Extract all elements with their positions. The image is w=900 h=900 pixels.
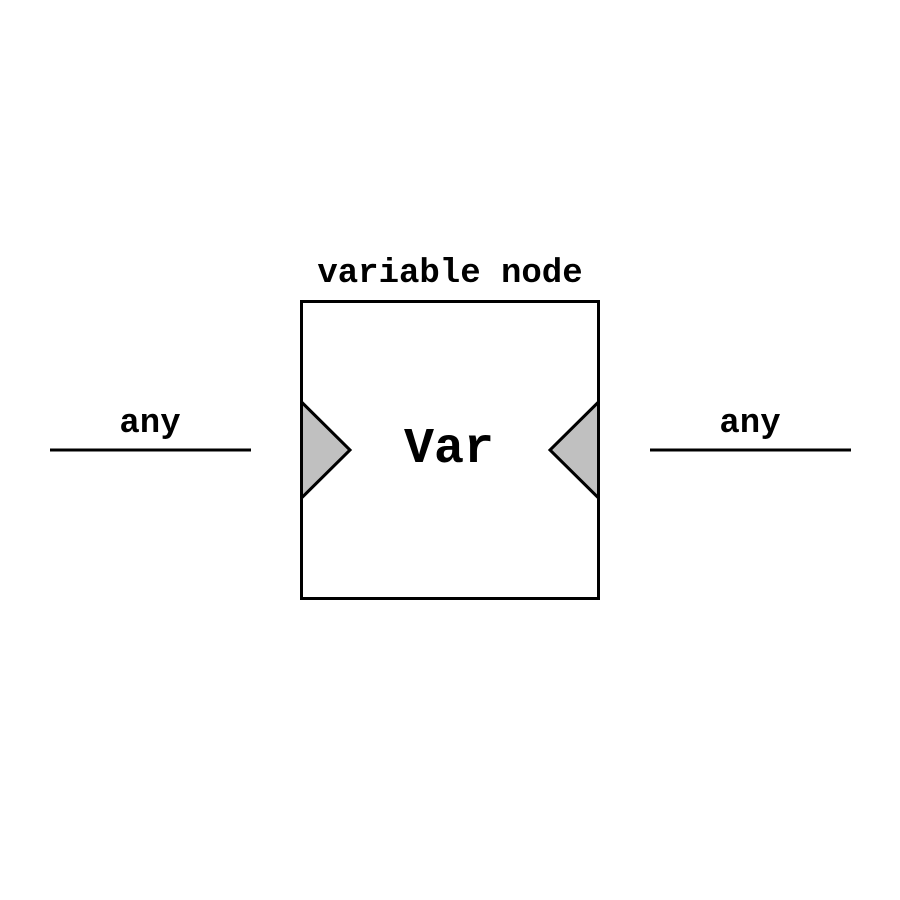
input-port-icon[interactable] xyxy=(300,398,353,502)
output-port-icon[interactable] xyxy=(547,398,600,502)
node-label: Var xyxy=(404,421,494,478)
input-edge-label: any xyxy=(119,405,180,443)
node-title: variable node xyxy=(317,255,582,293)
output-edge-label: any xyxy=(719,405,780,443)
